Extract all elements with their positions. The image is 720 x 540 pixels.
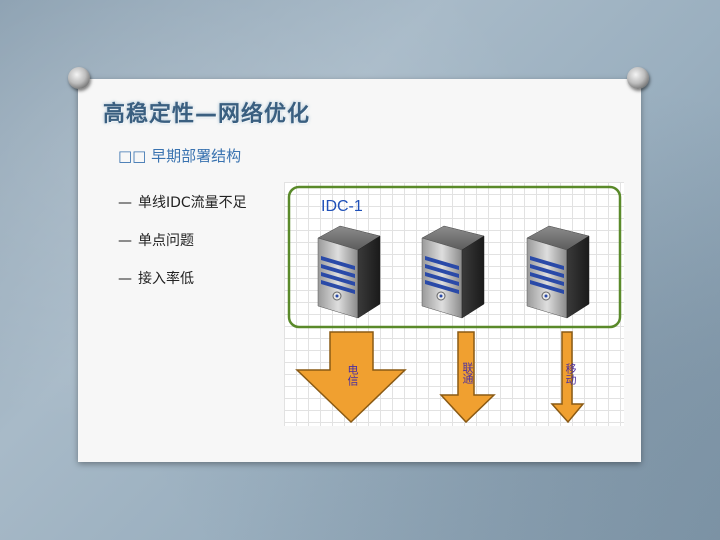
server-icon	[421, 225, 485, 319]
idc-boundary	[287, 185, 622, 329]
deployment-diagram: IDC-1 电信 联通 移动	[284, 182, 624, 426]
bullet-dash: —	[118, 233, 132, 249]
telecom-arrow-icon	[295, 331, 407, 424]
bullet-text: 单点问题	[138, 233, 194, 249]
slide-title: 高稳定性—网络优化	[103, 102, 311, 127]
diagram-canvas	[287, 185, 622, 424]
server-icon	[317, 225, 381, 319]
link-label-telecom: 电信	[346, 364, 359, 386]
link-label-mobile: 移动	[564, 363, 577, 385]
bullet-text: 接入率低	[138, 271, 194, 287]
link-label-unicom: 联通	[461, 362, 474, 384]
bullet-item: — 单线IDC流量不足	[118, 192, 247, 230]
bullet-item: — 单点问题	[118, 230, 247, 268]
idc-label: IDC-1	[321, 198, 363, 215]
bullet-item: — 接入率低	[118, 268, 247, 306]
slide-subtitle: □□ 早期部署结构	[118, 147, 242, 165]
pin-icon	[627, 67, 649, 89]
bullet-list: — 单线IDC流量不足 — 单点问题 — 接入率低	[118, 192, 247, 306]
bullet-dash: —	[118, 271, 132, 287]
pin-icon	[68, 67, 90, 89]
server-icon	[526, 225, 590, 319]
mobile-arrow-icon	[550, 331, 585, 424]
bullet-dash: —	[118, 195, 132, 211]
bullet-text: 单线IDC流量不足	[138, 195, 247, 211]
unicom-arrow-icon	[439, 331, 496, 424]
